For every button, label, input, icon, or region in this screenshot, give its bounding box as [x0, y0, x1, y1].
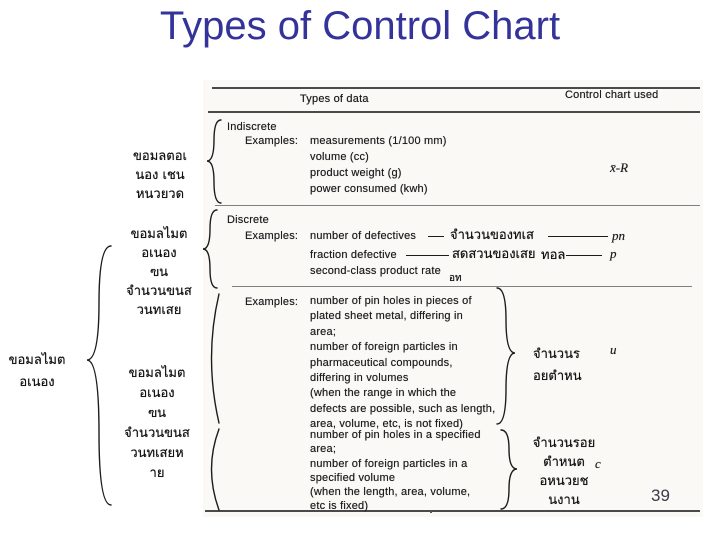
table-rule-row2	[232, 286, 692, 287]
brace-u-right	[496, 287, 516, 425]
text-line: จำนวนร	[533, 347, 580, 362]
text-line: etc is fixed)	[310, 500, 369, 513]
text-line: ขอมลตอเ	[133, 149, 187, 164]
text-line: pharmaceutical compounds,	[310, 356, 453, 369]
text-line: volume (cc)	[310, 151, 370, 163]
thai-label-u: จำนวนรอยตำหน	[533, 344, 582, 388]
thai-block-discontinuous-data: ขอมลไมตอเนอง	[6, 350, 68, 394]
discrete-example-1: number of defectives	[310, 230, 417, 242]
text-line: number of pin holes in pieces of	[310, 295, 472, 307]
brace-discontinuous-group	[86, 245, 112, 506]
table-rule-header	[208, 111, 700, 113]
connector-line	[566, 255, 602, 256]
text-line: ขอมลไมต	[128, 366, 186, 381]
text-line: จำนวนขนส	[126, 284, 192, 299]
text-line: นอง เชน	[135, 168, 185, 183]
scan-region	[203, 80, 703, 517]
text-line: area, volume, etc, is not fixed)	[310, 418, 464, 431]
chart-symbol-c: c	[595, 456, 601, 471]
text-line: defects are possible, such as length,	[310, 402, 496, 415]
chart-symbol-u: u	[610, 342, 617, 357]
c-example-lines: number of pin holes in a specified area;n…	[310, 428, 481, 514]
thai-annotation-rate: อท	[449, 273, 462, 284]
text-line: area;	[310, 325, 337, 338]
text-line: (when the range in which the	[310, 387, 457, 400]
chart-symbol-pn: pn	[612, 228, 625, 243]
thai-block-discrete-data-2: ขอมลไมตอเนองฃนจำนวนขนสวนทเสยหาย	[118, 364, 196, 484]
text-line: วนทเสย	[136, 303, 182, 318]
column-header-control-chart-used: Control chart used	[565, 89, 659, 101]
text-line: นงาน	[548, 493, 580, 508]
text-line: ขอมลไมต	[130, 227, 188, 242]
text-line: าย	[149, 466, 165, 481]
table-rule-row1	[215, 205, 700, 206]
text-line: plated sheet metal, differing in	[310, 310, 463, 323]
brace-c-right	[500, 429, 518, 510]
thai-block-continuous-data: ขอมลตอเนอง เชนหนวยวด	[124, 147, 196, 204]
chart-symbol-xbar-r: x̄-R	[610, 160, 629, 175]
page-number: 39	[651, 486, 670, 505]
text-line: number of foreign particles in	[310, 341, 458, 354]
text-line: จำนวนรอย	[532, 436, 596, 451]
table-rule-top	[212, 87, 700, 89]
text-line: number of foreign particles in a	[310, 457, 468, 470]
text-line: power consumed (kwh)	[310, 183, 428, 195]
text-line: ตำหนต	[543, 455, 585, 470]
text-line: differing in volumes	[310, 372, 409, 385]
chart-symbol-p: p	[610, 246, 617, 261]
brace-discrete-left	[202, 209, 218, 289]
text-line: ฃน	[149, 265, 169, 280]
thai-block-discrete-data-1: ขอมลไมตอเนองฃนจำนวนขนสวนทเสย	[122, 225, 196, 320]
text-line: อเนอง	[141, 246, 177, 261]
text-line: อเนอง	[139, 386, 175, 401]
text-line: (when the length, area, volume,	[310, 486, 471, 499]
text-line: product weight (g)	[310, 167, 402, 179]
brace-indiscrete-left	[206, 119, 222, 204]
text-line: วนทเสยห	[130, 446, 184, 461]
text-line: จำนวนขนส	[124, 426, 190, 441]
text-line: measurements (1/100 mm)	[310, 135, 447, 147]
thai-label-c: จำนวนรอยตำหนตอหนวยชนงาน	[531, 434, 597, 510]
text-line: specified volume	[310, 471, 396, 484]
text-line: ฃน	[147, 406, 167, 421]
paren-u-left	[210, 293, 220, 424]
examples-label: Examples:	[245, 296, 299, 308]
thai-annotation-fraction-2: ทอล	[541, 248, 566, 263]
paren-c-left	[210, 428, 220, 511]
examples-label: Examples:	[245, 135, 299, 147]
connector-line	[428, 236, 444, 237]
text-line: area;	[310, 443, 337, 456]
section-indiscrete-title: Indiscrete	[227, 121, 277, 133]
scan-artifact-dot	[430, 511, 432, 513]
connector-line	[406, 255, 449, 256]
page-title: Types of Control Chart	[159, 4, 561, 48]
thai-annotation-fraction: สดสวนของเสย	[452, 247, 536, 262]
discrete-example-3: second-class product rate	[310, 265, 441, 277]
text-line: อเนอง	[19, 375, 55, 390]
text-line: อหนวยช	[539, 474, 589, 489]
discrete-example-2: fraction defective	[310, 249, 397, 261]
connector-line	[548, 236, 608, 237]
indiscrete-example-lines: measurements (1/100 mm) volume (cc) produc…	[310, 133, 447, 197]
table-rule-bottom	[205, 510, 700, 512]
examples-label: Examples:	[245, 230, 299, 242]
u-example-lines: number of pin holes in pieces of plated s…	[310, 294, 495, 433]
text-line: หนวยวด	[135, 187, 185, 202]
column-header-types-of-data: Types of data	[300, 93, 369, 105]
text-line: number of pin holes in a specified	[310, 429, 481, 441]
thai-annotation-defectives: จำนวนของทเส	[450, 228, 534, 243]
text-line: อยตำหน	[533, 369, 582, 384]
text-line: ขอมลไมต	[8, 353, 66, 368]
section-discrete-title: Discrete	[227, 214, 269, 226]
